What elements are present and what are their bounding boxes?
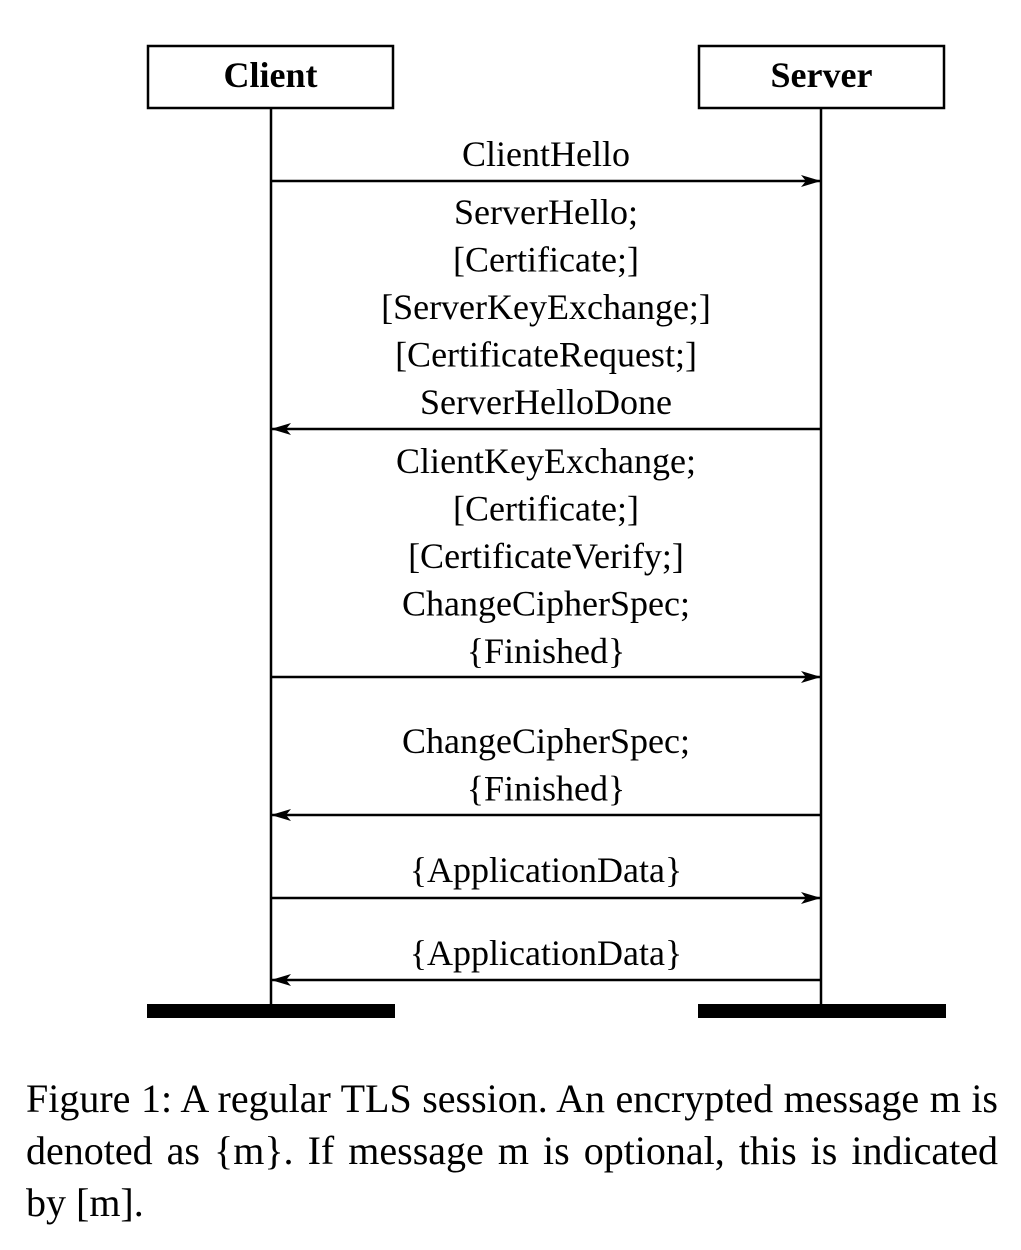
- message-3: ClientKeyExchange; [Certificate;] [Certifi…: [271, 441, 821, 683]
- server-actor-label: Server: [771, 55, 873, 95]
- message-5-label-line: {ApplicationData}: [410, 850, 682, 890]
- client-actor-label: Client: [224, 55, 318, 95]
- message-2-label-line: [Certificate;]: [453, 240, 639, 280]
- message-1-label-line: ClientHello: [462, 134, 630, 174]
- message-1: ClientHello: [271, 134, 821, 187]
- server-actor: Server: [697, 44, 946, 110]
- message-6: {ApplicationData}: [271, 933, 821, 986]
- client-actor: Client: [146, 44, 395, 110]
- message-2: ServerHello; [Certificate;] [ServerKeyExch…: [271, 192, 821, 435]
- client-actor-box: [146, 44, 395, 110]
- message-4-label-line: {Finished}: [467, 769, 626, 809]
- message-4-label-line: ChangeCipherSpec;: [402, 721, 690, 761]
- server-lifeline-end-bar: [698, 1004, 946, 1018]
- message-3-label-line: [CertificateVerify;]: [408, 536, 684, 576]
- message-2-label-line: ServerHelloDone: [420, 382, 672, 422]
- message-3-label-line: {Finished}: [467, 631, 626, 671]
- figure-caption: Figure 1: A regular TLS session. An encr…: [26, 1076, 998, 1225]
- message-3-label-line: [Certificate;]: [453, 489, 639, 529]
- message-3-label-line: ClientKeyExchange;: [396, 441, 696, 481]
- message-2-label-line: [ServerKeyExchange;]: [381, 287, 711, 327]
- server-actor-box: [697, 44, 946, 110]
- message-2-label-line: ServerHello;: [454, 192, 638, 232]
- message-2-label-line: [CertificateRequest;]: [395, 335, 697, 375]
- message-5: {ApplicationData}: [271, 850, 821, 904]
- message-3-label-line: ChangeCipherSpec;: [402, 584, 690, 624]
- message-4: ChangeCipherSpec; {Finished}: [271, 721, 821, 821]
- message-6-label-line: {ApplicationData}: [410, 933, 682, 973]
- client-lifeline-end-bar: [147, 1004, 395, 1018]
